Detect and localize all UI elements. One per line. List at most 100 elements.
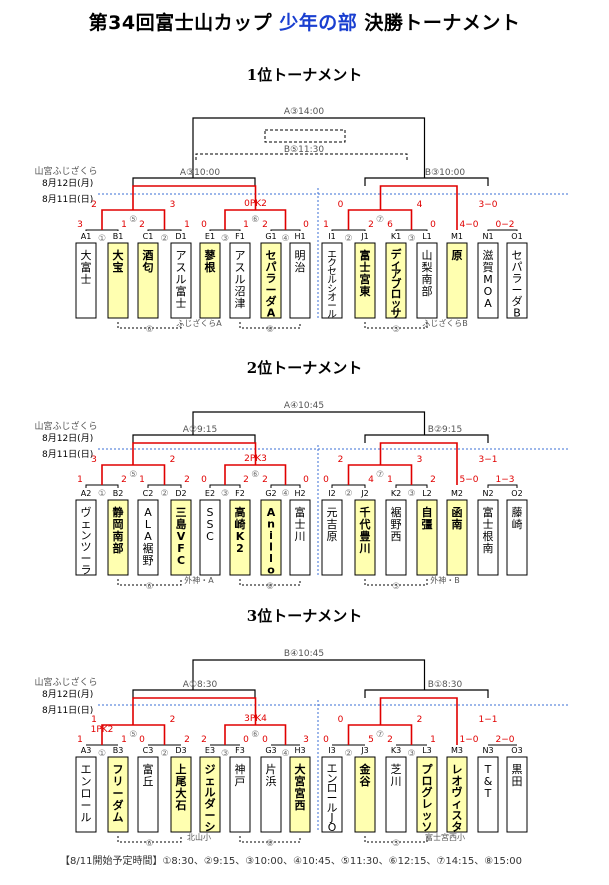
r1-connector: [270, 484, 301, 488]
team-box: [289, 756, 311, 833]
team-name-char: 宮: [295, 774, 306, 788]
team-name-char: 大: [295, 762, 306, 776]
team-name-char: ィ: [391, 258, 402, 271]
team-name-char: 代: [359, 517, 371, 531]
team-name-char: ツ: [81, 540, 92, 553]
team-box: [289, 499, 311, 576]
team-box: [477, 499, 499, 576]
team-name-char: セ: [512, 249, 523, 262]
score: 0: [303, 220, 309, 230]
team-name-char: 片: [266, 763, 277, 776]
r1-connector: [331, 484, 366, 488]
team-name-char: 神: [235, 762, 246, 776]
team-name-char: S: [207, 506, 214, 519]
team-code: G1: [265, 232, 276, 241]
team-name-char: 部: [422, 284, 433, 298]
score: 5−0: [460, 475, 479, 485]
team-name-char: セ: [266, 249, 277, 262]
semi-right: [364, 434, 489, 443]
match-number: ⑥: [251, 215, 259, 225]
team-name-char: ア: [235, 249, 246, 262]
team-code: A1: [81, 232, 92, 241]
team-code: F3: [235, 746, 245, 755]
team-name-char: ル: [327, 310, 337, 321]
score: 0: [338, 200, 344, 210]
semi-left: [132, 434, 256, 443]
team-code: K2: [391, 489, 401, 498]
team-name-char: ン: [327, 772, 338, 785]
team-name-char: ク: [327, 258, 337, 269]
team-code: B2: [113, 489, 124, 498]
match-number: ③: [221, 749, 229, 759]
team-name-char: 川: [391, 775, 402, 788]
team-name-char: n: [267, 517, 275, 530]
team-name-char: 島: [176, 517, 187, 531]
team-name-char: 野: [143, 554, 154, 567]
team-name-char: l: [269, 552, 273, 565]
score: 2: [184, 735, 190, 745]
team-name-char: 宮: [295, 786, 306, 800]
team-name-char: 士: [295, 518, 306, 531]
team-code: L1: [422, 232, 432, 241]
team-box: [75, 242, 97, 319]
bottom-connector: [117, 322, 182, 329]
r1-connector: [395, 229, 428, 231]
final-label: B④10:45: [284, 649, 324, 659]
team-box: [107, 242, 129, 319]
team-name-char: 吉: [327, 518, 338, 531]
bottom-connector: [117, 836, 182, 843]
r1-connector: [487, 229, 518, 231]
team-name-char: A: [267, 506, 276, 519]
team-name-char: 富: [483, 505, 494, 519]
final-label: A③14:00: [284, 107, 324, 117]
semi-feed-left: [132, 185, 257, 210]
score: 1: [387, 475, 393, 485]
third-label: B⑤11:30: [284, 145, 324, 155]
team-code: F2: [235, 489, 245, 498]
team-name-char: ー: [512, 283, 523, 296]
team-name-char: O: [328, 821, 337, 834]
match-number: ⑤: [392, 582, 400, 592]
team-name-char: 三: [176, 506, 187, 519]
team-name-char: ー: [327, 792, 338, 805]
r1-connector: [487, 484, 518, 488]
match-number: ⑥: [145, 839, 153, 849]
team-name-char: C: [177, 554, 185, 567]
match-number: ③: [407, 489, 415, 499]
team-name-char: ダ: [113, 798, 124, 812]
team-name-char: 蓼: [204, 248, 217, 262]
match-number: ②: [344, 234, 352, 244]
team-name-char: ッ: [391, 297, 402, 310]
team-name-char: 千: [360, 505, 371, 519]
team-name-char: 元: [327, 506, 338, 519]
team-box: [477, 242, 499, 319]
team-name-char: タ: [452, 820, 463, 833]
team-name-char: シ: [327, 284, 337, 295]
score: 2: [417, 715, 423, 725]
team-name-char: パ: [266, 260, 277, 273]
team-name-char: T: [484, 763, 492, 776]
team-name-char: ソ: [422, 820, 433, 833]
team-code: B1: [113, 232, 124, 241]
team-name-char: 静: [113, 505, 124, 519]
team-code: O1: [511, 232, 522, 241]
team-name-char: ー: [113, 787, 124, 800]
team-name-char: サ: [391, 307, 402, 320]
team-name-char: ン: [81, 775, 92, 788]
venue-label: 山宮ふじざくら: [34, 165, 97, 177]
team-code: N2: [482, 489, 493, 498]
final-connector: [192, 659, 426, 690]
semi-feed-left: [132, 697, 257, 725]
team-name-char: ヴ: [452, 785, 463, 799]
team-name-char: 部: [113, 541, 124, 555]
score: 1: [121, 220, 127, 230]
team-box: [289, 242, 311, 319]
semi-feed-left: [132, 442, 257, 465]
team-code: C2: [143, 489, 154, 498]
team-name-char: V: [177, 530, 186, 543]
match-number: ①: [98, 234, 106, 244]
team-code: E3: [205, 746, 215, 755]
team-name-char: 2: [236, 542, 244, 555]
team-code: I2: [328, 489, 335, 498]
team-name-char: ー: [81, 799, 92, 812]
